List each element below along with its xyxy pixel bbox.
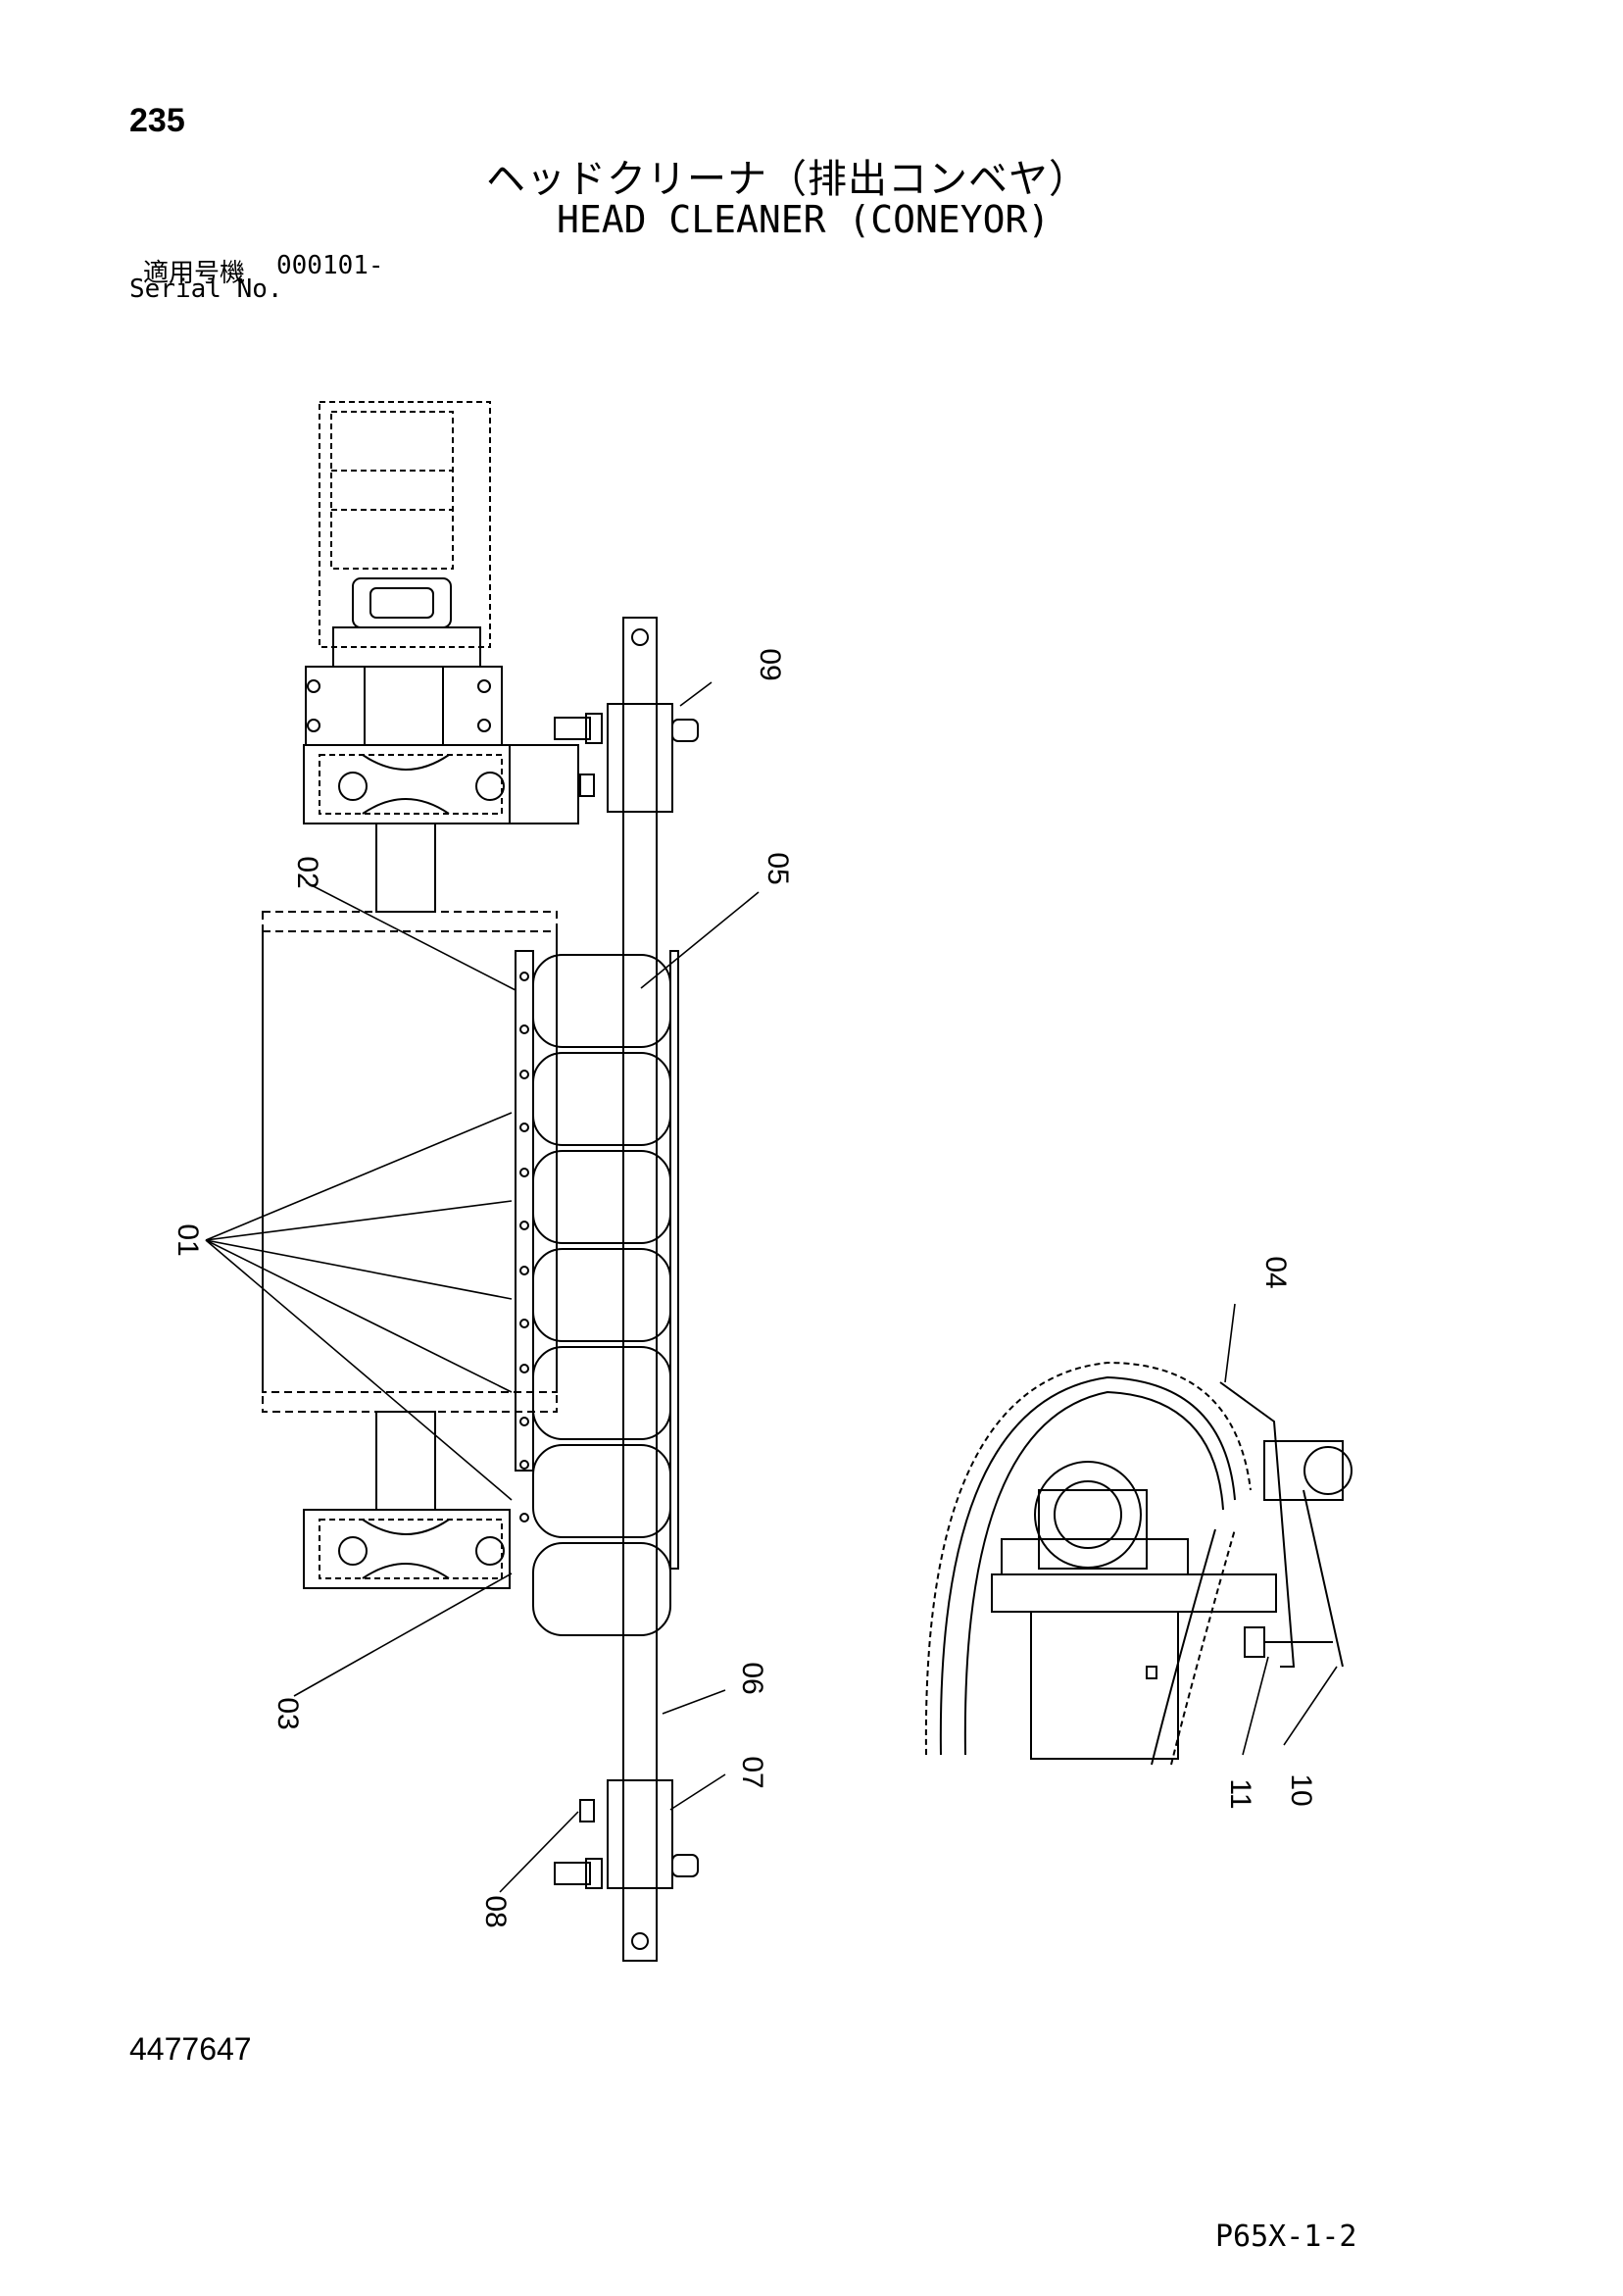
callout-08: 08	[479, 1895, 512, 1927]
reference-code: P65X-1-2	[1215, 2220, 1357, 2254]
callout-03: 03	[271, 1697, 304, 1729]
top-shaft	[375, 823, 436, 913]
leader-lines	[205, 681, 1338, 1893]
callout-01: 01	[172, 1223, 204, 1256]
pulley-drum	[262, 911, 558, 1413]
blade-bolts	[519, 972, 529, 1522]
callout-06: 06	[736, 1662, 768, 1694]
document-number: 4477647	[129, 2031, 252, 2067]
bottom-clamp	[554, 1779, 699, 1889]
callout-11: 11	[1224, 1778, 1256, 1809]
callout-05: 05	[762, 852, 794, 884]
serial-value: 000101-	[276, 251, 384, 280]
title-japanese: ヘッドクリーナ（排出コンベヤ）	[486, 157, 1089, 202]
bottom-shaft	[375, 1411, 436, 1511]
serial-label-english: Serial No.	[129, 275, 283, 304]
top-clamp	[554, 703, 699, 813]
page-number: 235	[129, 102, 185, 139]
callout-10: 10	[1285, 1773, 1317, 1806]
top-bearing	[303, 744, 579, 824]
callout-02: 02	[291, 856, 323, 888]
serial-label-japanese: 適用号機	[143, 259, 246, 288]
motor-unit	[319, 401, 491, 648]
callout-09: 09	[754, 648, 786, 680]
scraper-blades	[532, 950, 679, 1636]
callout-07: 07	[736, 1756, 768, 1788]
title-english: HEAD CLEANER (CONEYOR)	[557, 198, 1051, 241]
callout-04: 04	[1259, 1256, 1292, 1288]
motor-flange	[305, 577, 503, 746]
mounting-pipe	[622, 617, 658, 1962]
bottom-bearing	[303, 1509, 511, 1589]
side-view	[924, 1361, 1352, 1766]
